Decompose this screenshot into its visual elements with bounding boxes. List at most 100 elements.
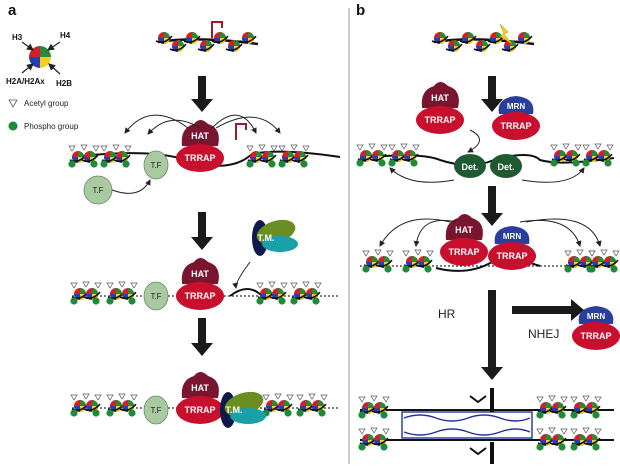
acetyl-triangle-icon (118, 393, 126, 400)
acetyl-triangle-icon (576, 249, 584, 256)
nucleosome (83, 400, 101, 412)
trrap-label: TRRAP (501, 121, 532, 131)
trrap-label: TRRAP (497, 251, 528, 261)
dna-wrap (563, 153, 581, 162)
tf-label: T.F (150, 161, 161, 170)
tf-label: T.F (150, 292, 161, 301)
phospho-dot-icon (318, 409, 326, 417)
histone-green (248, 32, 254, 38)
phospho-dot-icon (256, 297, 264, 305)
arrow-down-icon (191, 237, 213, 250)
phospho-dot-icon (284, 409, 292, 417)
thin-arrow (467, 129, 480, 153)
acetyl-triangle-icon (548, 395, 556, 402)
phospho-dot-icon (246, 160, 254, 168)
trrap-label: TRRAP (449, 247, 480, 257)
nucleosome (183, 32, 201, 44)
dna-wrap (225, 43, 243, 52)
histone-green (278, 288, 284, 294)
trrap-blob (440, 238, 488, 266)
acetyl-triangle-icon (124, 145, 132, 152)
acetyl-triangle-icon (562, 143, 570, 150)
acetyl-triangle-icon (382, 396, 390, 403)
phospho-dot-icon (388, 159, 396, 167)
acetyl-triangle-icon (286, 394, 294, 401)
histone-green (560, 150, 566, 156)
histone-green (384, 256, 390, 262)
phospho-dot-icon (8, 121, 18, 131)
nucleosome (401, 150, 419, 162)
nucleosome (549, 434, 567, 446)
acetyl-triangle-icon (400, 143, 408, 150)
acetyl-triangle-icon (594, 396, 602, 403)
phospho-dot-icon (128, 409, 136, 417)
acetyl-triangle-icon (368, 143, 376, 150)
histone-green (398, 150, 404, 156)
acetyl-triangle-icon (80, 144, 88, 151)
nucleosome (279, 151, 297, 163)
dna-wrap (549, 437, 567, 446)
phospho-dot-icon (90, 160, 98, 168)
phospho-dot-icon (536, 411, 544, 419)
trrap-blob (488, 242, 536, 270)
dna-wrap (183, 35, 201, 44)
nucleosome (583, 402, 601, 414)
det-label: Det. (497, 162, 514, 172)
hat-label: HAT (191, 383, 209, 393)
nucleosome (291, 151, 309, 163)
histone-green (440, 32, 446, 38)
panel-label-a: a (8, 2, 17, 19)
repair-strand (403, 428, 531, 436)
mrn-label: MRN (503, 232, 521, 241)
dna-wrap (211, 35, 229, 44)
dna-wrap (473, 43, 491, 52)
histone-green (268, 151, 274, 157)
trrap-label: TRRAP (581, 331, 612, 341)
acetyl-triangle-icon (582, 395, 590, 402)
acetyl-triangle-icon (130, 394, 138, 401)
acetyl-triangle-icon (362, 250, 370, 257)
histone-green (80, 288, 86, 294)
histone-green (592, 402, 598, 408)
nucleosome (601, 256, 619, 268)
trrap-label: TRRAP (185, 153, 216, 163)
arrow-down-icon (191, 343, 213, 356)
acetyl-triangle-icon (70, 282, 78, 289)
nucleosome (583, 434, 601, 446)
phospho-dot-icon (588, 265, 596, 273)
nucleosome (487, 32, 505, 44)
histone-green (454, 40, 460, 46)
histone-green (546, 402, 552, 408)
histone-green (288, 151, 294, 157)
acetyl-triangle-icon (374, 249, 382, 256)
histone-green (604, 150, 610, 156)
acetyl-triangle-icon (100, 145, 108, 152)
histone-green (496, 32, 502, 38)
phospho-dot-icon (380, 411, 388, 419)
tf-blob (143, 150, 169, 180)
legend: Acetyl group Phospho group (8, 99, 79, 131)
dna-wrap (269, 291, 287, 300)
histone-green (116, 288, 122, 294)
det-label: Det. (461, 162, 478, 172)
histone-green (510, 40, 516, 46)
dna-wrap (375, 259, 393, 268)
nucleosome (247, 151, 265, 163)
acetyl-triangle-icon (548, 427, 556, 434)
acetyl-triangle-icon (314, 282, 322, 289)
det-blob (490, 154, 522, 178)
histone-green (122, 151, 128, 157)
dna-wrap (259, 154, 277, 163)
dna-wrap (83, 403, 101, 412)
phospho-dot-icon (558, 411, 566, 419)
phospho-dot-icon (592, 443, 600, 451)
acetyl-triangle-icon (256, 282, 264, 289)
nucleosome (375, 256, 393, 268)
phospho-dot-icon (570, 411, 578, 419)
trrap-blob (176, 282, 224, 310)
phospho-dot-icon (570, 443, 578, 451)
phospho-dot-icon (378, 159, 386, 167)
acetyl-triangle-icon (582, 427, 590, 434)
histone-green (366, 150, 372, 156)
